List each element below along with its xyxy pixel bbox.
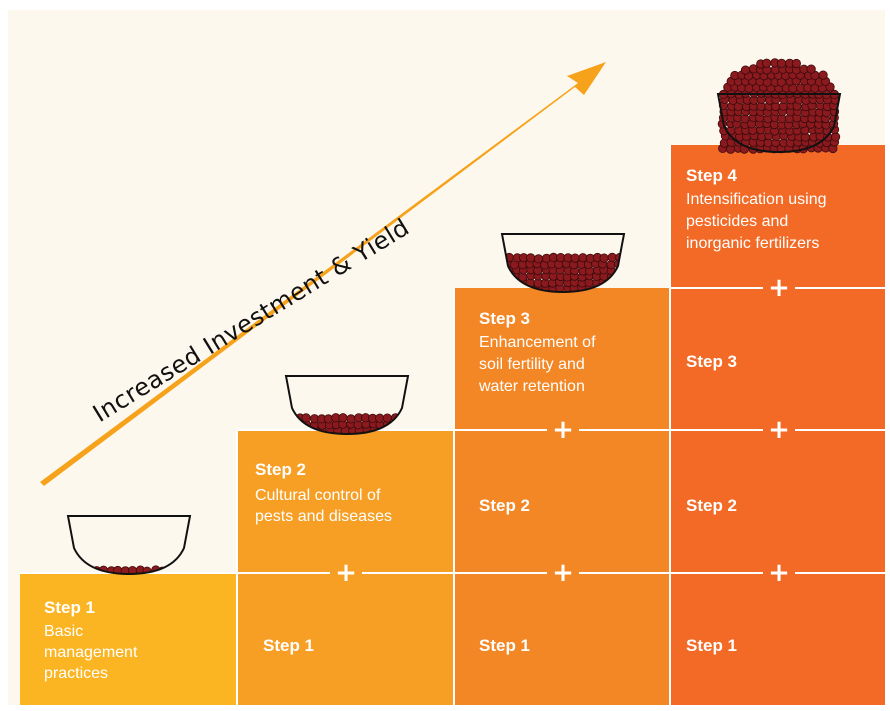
- plus-sign-icon: +: [552, 415, 574, 445]
- column-2-step-1-block: Step 1: [237, 573, 454, 705]
- column-3-step-2-label: Step 2: [479, 496, 531, 515]
- column-4-step-1-block: Step 1: [670, 573, 885, 705]
- step-1-block: Step 1 Basic management practices: [20, 573, 237, 705]
- bowl-outline: [284, 375, 410, 436]
- plus-sign-icon: +: [768, 558, 790, 588]
- column-3-step-2-block: Step 2: [454, 430, 670, 573]
- bowl-step-4-icon: [716, 58, 842, 154]
- row-divider-3-right: [795, 287, 885, 289]
- column-4-step-3-block: Step 3: [670, 288, 885, 430]
- bowl-outline: [716, 93, 842, 154]
- grain-pile: [717, 58, 841, 154]
- row-divider-2-left: [237, 429, 547, 431]
- step-3-block: Step 3 Enhancement of soil fertility and…: [454, 288, 670, 430]
- step-2-title: Step 2: [255, 460, 307, 479]
- step-1-description-line-3: practices: [44, 665, 109, 682]
- column-3-step-1-label: Step 1: [479, 636, 531, 655]
- row-divider-1-mid: [362, 572, 547, 574]
- step-2-description-line-2: pests and diseases: [255, 508, 392, 525]
- step-2-description-line-1: Cultural control of: [255, 487, 381, 504]
- step-2-block: Step 2 Cultural control of pests and dis…: [237, 430, 454, 573]
- step-4-description-line-2: pesticides and: [686, 213, 789, 230]
- column-divider-3: [669, 145, 671, 705]
- row-divider-2-mid: [579, 429, 763, 431]
- step-3-description-line-1: Enhancement of: [479, 334, 596, 351]
- plus-sign-icon: +: [768, 415, 790, 445]
- arrow-shape: [40, 62, 606, 486]
- step-1-title: Step 1: [44, 598, 96, 617]
- row-divider-3-left: [670, 287, 763, 289]
- step-3-description-line-2: soil fertility and: [479, 356, 585, 373]
- column-4-step-2-block: Step 2: [670, 430, 885, 573]
- step-4-block: Step 4 Intensification using pesticides …: [670, 145, 885, 288]
- column-4-step-1-label: Step 1: [686, 636, 738, 655]
- plus-sign-icon: +: [335, 558, 357, 588]
- bowl-outline: [66, 515, 192, 576]
- step-1-description-line-2: management: [44, 644, 138, 661]
- step-3-description-line-3: water retention: [479, 378, 585, 395]
- bowl-step-1-icon: [66, 515, 192, 576]
- bowl-step-3-icon: [500, 233, 626, 294]
- row-divider-1-left: [20, 572, 330, 574]
- step-4-title: Step 4: [686, 166, 738, 185]
- grain-pile: [502, 252, 624, 292]
- column-4-step-2-label: Step 2: [686, 496, 738, 515]
- step-1-description-line-1: Basic: [44, 623, 84, 640]
- bowl-outline: [500, 233, 626, 294]
- plus-sign-icon: +: [768, 273, 790, 303]
- step-4-description-line-3: inorganic fertilizers: [686, 235, 820, 252]
- column-divider-1: [236, 430, 238, 705]
- plus-sign-icon: +: [552, 558, 574, 588]
- step-3-title: Step 3: [479, 309, 531, 328]
- column-2-step-1-label: Step 1: [263, 636, 315, 655]
- column-3-step-1-block: Step 1: [454, 573, 670, 705]
- column-divider-2: [453, 288, 455, 705]
- row-divider-1-mid2: [579, 572, 763, 574]
- column-4-step-3-label: Step 3: [686, 352, 738, 371]
- row-divider-2-right: [795, 429, 885, 431]
- step-4-description-line-1: Intensification using: [686, 191, 827, 208]
- row-divider-1-right: [795, 572, 885, 574]
- bowl-step-2-icon: [284, 375, 410, 436]
